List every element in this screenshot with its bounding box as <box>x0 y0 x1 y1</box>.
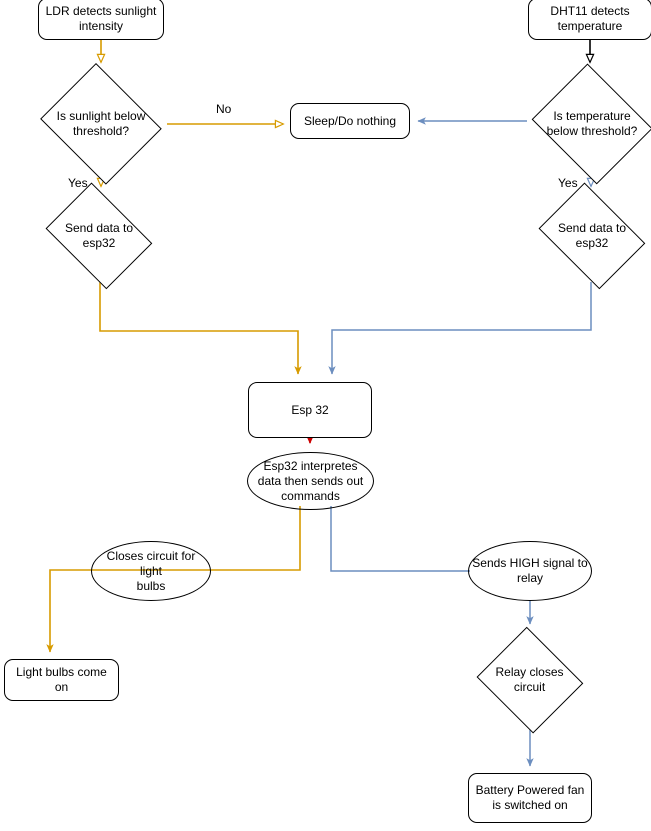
edge-closes-circuit-to-bulbs <box>46 569 93 653</box>
node-closes-circuit-for-light-bulbs[interactable]: Closes circuit for light bulbs <box>91 541 211 601</box>
node-light-bulbs-come-on[interactable]: Light bulbs come on <box>4 659 119 701</box>
node-label: Sends HIGH signal to relay <box>472 556 588 585</box>
node-label: LDR detects sunlight intensity <box>45 4 157 33</box>
node-send-data-to-esp32-right[interactable]: Send data to esp32 <box>531 182 651 290</box>
edge-send-right-to-esp32 <box>328 282 592 375</box>
node-esp32-interpretes-data[interactable]: Esp32 interpretes data then sends out co… <box>247 452 374 510</box>
edge-label-yes-right: Yes <box>558 176 578 190</box>
node-label: Send data to esp32 <box>557 221 627 250</box>
node-label: Esp 32 <box>291 402 329 417</box>
edge-label-yes-left: Yes <box>68 176 88 190</box>
node-is-temperature-below-threshold[interactable]: Is temperature below threshold? <box>527 63 651 185</box>
node-battery-powered-fan[interactable]: Battery Powered fan is switched on <box>468 773 592 823</box>
node-label: Esp32 interpretes data then sends out co… <box>257 458 364 503</box>
node-is-sunlight-below-threshold[interactable]: Is sunlight below threshold? <box>35 63 167 185</box>
node-label: Relay closes circuit <box>495 665 564 694</box>
edge-send-left-to-esp32 <box>99 282 302 375</box>
node-ldr-detects-sunlight[interactable]: LDR detects sunlight intensity <box>38 0 164 40</box>
node-esp32[interactable]: Esp 32 <box>248 382 372 438</box>
node-relay-closes-circuit[interactable]: Relay closes circuit <box>473 626 586 734</box>
node-label: Send data to esp32 <box>64 221 134 250</box>
node-label: Light bulbs come on <box>16 665 107 694</box>
node-label: Is temperature below threshold? <box>546 109 638 138</box>
node-sleep-do-nothing[interactable]: Sleep/Do nothing <box>290 103 410 139</box>
node-sends-high-signal-to-relay[interactable]: Sends HIGH signal to relay <box>468 541 592 601</box>
node-label: Closes circuit for light bulbs <box>106 548 196 593</box>
edge-label-no: No <box>216 102 232 116</box>
node-label: DHT11 detects temperature <box>550 4 630 33</box>
node-dht11-detects-temperature[interactable]: DHT11 detects temperature <box>528 0 651 40</box>
node-label: Sleep/Do nothing <box>303 113 397 128</box>
node-label: Battery Powered fan is switched on <box>475 783 585 812</box>
node-label: Is sunlight below threshold? <box>56 109 146 138</box>
edge-interpret-to-high-signal <box>330 506 470 572</box>
node-send-data-to-esp32-left[interactable]: Send data to esp32 <box>38 182 160 290</box>
